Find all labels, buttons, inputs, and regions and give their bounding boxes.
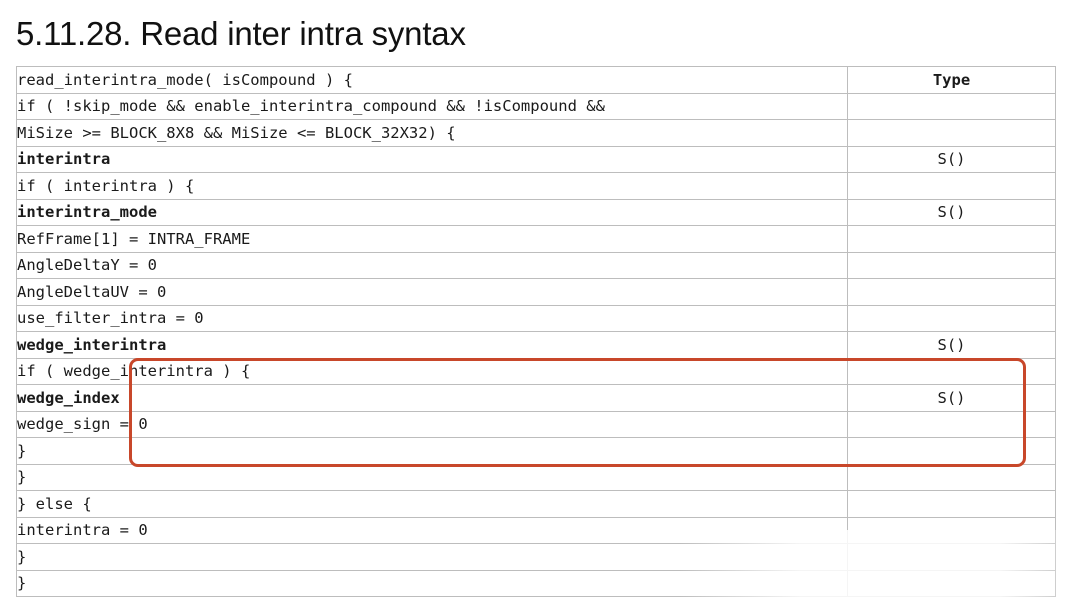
syntax-line: MiSize >= BLOCK_8X8 && MiSize <= BLOCK_3…	[16, 119, 848, 147]
descriptor-cell	[847, 225, 1056, 253]
syntax-line: use_filter_intra = 0	[16, 304, 848, 332]
syntax-line: RefFrame[1] = INTRA_FRAME	[16, 225, 848, 253]
type-column-header: Type	[847, 66, 1056, 94]
descriptor-cell	[847, 437, 1056, 465]
table-row: RefFrame[1] = INTRA_FRAME	[16, 225, 1056, 253]
descriptor-cell: S()	[847, 331, 1056, 359]
table-row: interintra S()	[16, 145, 1056, 173]
table-row: interintra_mode S()	[16, 198, 1056, 226]
section-heading: 5.11.28. Read inter intra syntax	[16, 15, 466, 52]
syntax-line: }	[16, 437, 848, 465]
table-row: } else {	[16, 490, 1056, 518]
table-row: if ( wedge_interintra ) {	[16, 357, 1056, 385]
descriptor-cell	[847, 304, 1056, 332]
descriptor-cell	[847, 357, 1056, 385]
syntax-line: }	[16, 543, 848, 571]
descriptor-cell	[847, 92, 1056, 120]
table-row: }	[16, 437, 1056, 465]
syntax-table: read_interintra_mode( isCompound ) { Typ…	[16, 66, 1056, 597]
syntax-line: }	[16, 463, 848, 491]
descriptor-cell	[847, 410, 1056, 438]
descriptor-cell	[847, 278, 1056, 306]
table-row: wedge_sign = 0	[16, 410, 1056, 438]
descriptor-cell	[847, 569, 1056, 597]
syntax-element: interintra	[16, 145, 848, 173]
table-row: MiSize >= BLOCK_8X8 && MiSize <= BLOCK_3…	[16, 119, 1056, 147]
table-row: if ( !skip_mode && enable_interintra_com…	[16, 92, 1056, 120]
table-row: wedge_index S()	[16, 384, 1056, 412]
syntax-element: wedge_interintra	[16, 331, 848, 359]
descriptor-cell: S()	[847, 384, 1056, 412]
table-row: interintra = 0	[16, 516, 1056, 544]
syntax-line: if ( interintra ) {	[16, 172, 848, 200]
table-row: }	[16, 463, 1056, 491]
descriptor-cell	[847, 516, 1056, 544]
table-row: AngleDeltaY = 0	[16, 251, 1056, 279]
syntax-line: if ( !skip_mode && enable_interintra_com…	[16, 92, 848, 120]
table-row: if ( interintra ) {	[16, 172, 1056, 200]
descriptor-cell	[847, 543, 1056, 571]
table-row: wedge_interintra S()	[16, 331, 1056, 359]
syntax-element: wedge_index	[16, 384, 848, 412]
descriptor-cell	[847, 490, 1056, 518]
descriptor-cell	[847, 463, 1056, 491]
descriptor-cell: S()	[847, 145, 1056, 173]
syntax-line: AngleDeltaY = 0	[16, 251, 848, 279]
syntax-line: }	[16, 569, 848, 597]
syntax-line: } else {	[16, 490, 848, 518]
table-row: use_filter_intra = 0	[16, 304, 1056, 332]
syntax-line: AngleDeltaUV = 0	[16, 278, 848, 306]
table-row: }	[16, 543, 1056, 571]
syntax-element: interintra_mode	[16, 198, 848, 226]
descriptor-cell	[847, 172, 1056, 200]
descriptor-cell	[847, 251, 1056, 279]
syntax-line: interintra = 0	[16, 516, 848, 544]
table-row: }	[16, 569, 1056, 597]
syntax-line: read_interintra_mode( isCompound ) {	[16, 66, 848, 94]
syntax-line: wedge_sign = 0	[16, 410, 848, 438]
table-row: read_interintra_mode( isCompound ) { Typ…	[16, 66, 1056, 94]
syntax-line: if ( wedge_interintra ) {	[16, 357, 848, 385]
descriptor-cell: S()	[847, 198, 1056, 226]
descriptor-cell	[847, 119, 1056, 147]
table-row: AngleDeltaUV = 0	[16, 278, 1056, 306]
